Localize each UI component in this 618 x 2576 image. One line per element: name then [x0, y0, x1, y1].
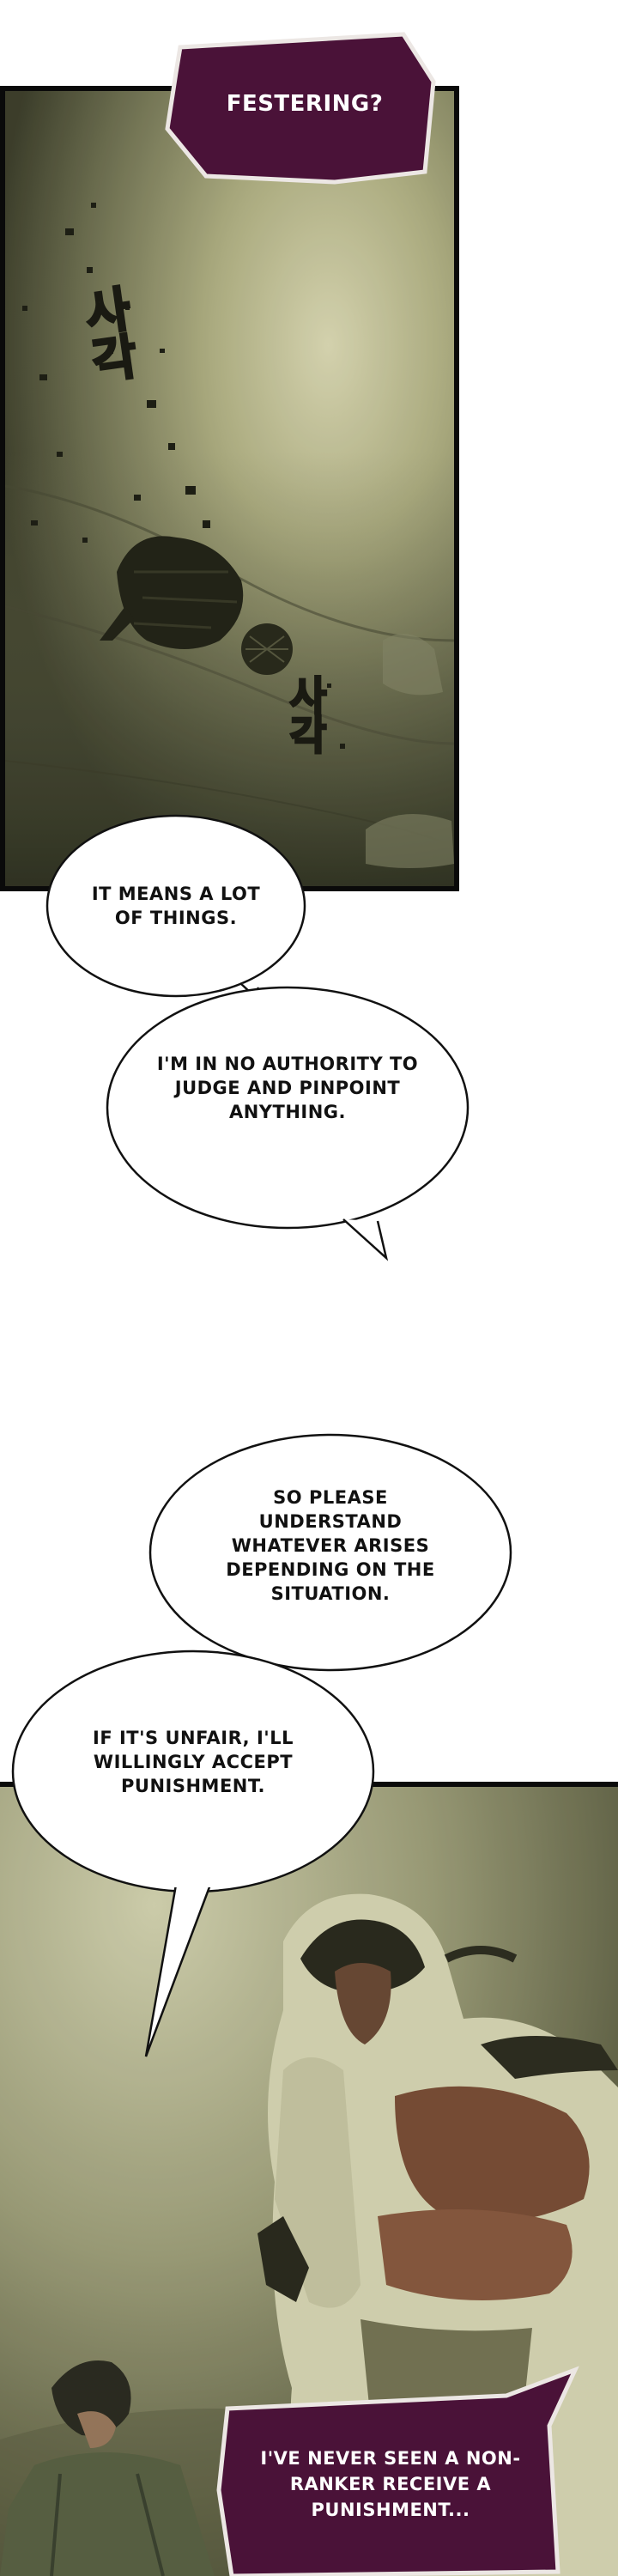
sfx-text-2: 사각 [282, 674, 330, 756]
bubble-3-text: SO PLEASE UNDERSTAND WHATEVER ARISES DEP… [226, 1487, 435, 1604]
bubble-1-text: IT MEANS A LOT OF THINGS. [91, 884, 261, 928]
panel-top-dust: 사각 사각 [0, 86, 459, 891]
caption-top-text: FESTERING? [226, 91, 384, 117]
dust-scene-art [5, 91, 454, 886]
sfx-text-1: 사각 [71, 282, 142, 387]
debris-particles [22, 203, 345, 749]
bubble-4-text: IF IT'S UNFAIR, I'LL WILLINGLY ACCEPT PU… [93, 1728, 294, 1796]
rock-creature-icon [100, 536, 293, 675]
caption-bottom-text: I'VE NEVER SEEN A NON-RANKER RECEIVE A P… [260, 2448, 521, 2520]
young-man-icon [0, 2360, 215, 2576]
bubble-2-text: I'M IN NO AUTHORITY TO JUDGE AND PINPOIN… [156, 1054, 419, 1122]
